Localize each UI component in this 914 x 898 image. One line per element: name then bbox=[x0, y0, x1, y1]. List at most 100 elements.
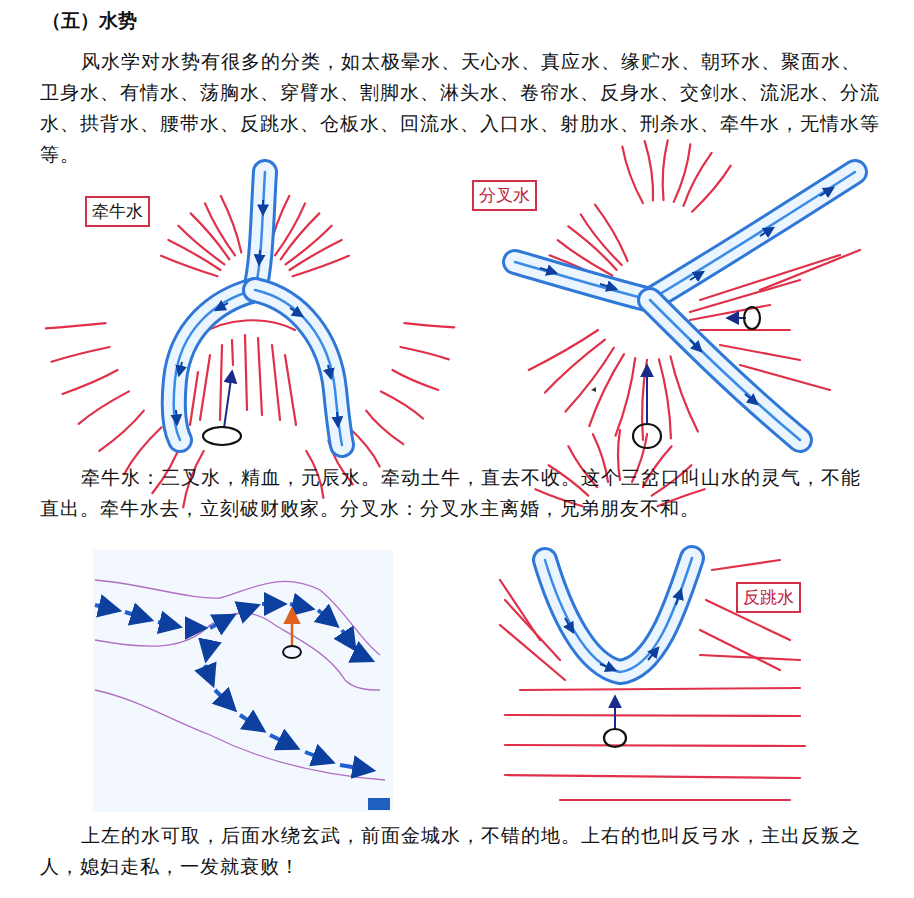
stroke bbox=[692, 166, 731, 212]
stroke bbox=[589, 354, 624, 426]
body-paragraph: 牵牛水：三叉水，精血，元辰水。牵动土牛，直去不收。这个三岔口叫山水的灵气，不能直… bbox=[40, 462, 880, 524]
stroke bbox=[545, 340, 605, 393]
stroke bbox=[210, 616, 233, 628]
stroke bbox=[650, 300, 800, 440]
stroke bbox=[342, 630, 354, 648]
stroke bbox=[46, 323, 106, 328]
figure-label: 分叉水 bbox=[479, 185, 530, 205]
stroke bbox=[215, 690, 234, 709]
stroke bbox=[648, 648, 658, 660]
figure-label: 反跳水 bbox=[743, 587, 794, 607]
stroke bbox=[125, 612, 150, 620]
stroke bbox=[245, 335, 247, 410]
stroke bbox=[191, 213, 230, 259]
stroke bbox=[270, 735, 296, 748]
figure-label-box: 牵牛水 bbox=[85, 196, 150, 227]
stroke bbox=[515, 172, 855, 300]
stroke bbox=[52, 347, 110, 362]
stroke bbox=[240, 715, 263, 730]
stroke bbox=[255, 290, 342, 445]
stroke bbox=[340, 765, 372, 770]
stroke bbox=[185, 626, 204, 630]
stroke bbox=[179, 362, 182, 375]
stroke bbox=[190, 372, 198, 425]
stroke bbox=[174, 290, 255, 440]
stroke bbox=[700, 655, 800, 660]
stroke bbox=[676, 590, 681, 605]
stroke bbox=[404, 323, 454, 327]
stroke bbox=[174, 290, 255, 440]
stroke bbox=[700, 329, 790, 331]
stroke bbox=[545, 558, 692, 672]
stroke bbox=[174, 290, 255, 440]
stroke bbox=[255, 172, 265, 290]
stroke bbox=[505, 715, 800, 716]
stroke bbox=[642, 360, 647, 440]
stroke bbox=[616, 358, 636, 436]
stroke bbox=[158, 622, 178, 627]
stroke bbox=[176, 410, 177, 424]
stroke bbox=[205, 203, 235, 255]
stroke bbox=[760, 250, 860, 290]
stroke bbox=[622, 147, 643, 203]
stroke bbox=[178, 226, 224, 265]
stroke bbox=[520, 688, 800, 690]
stroke bbox=[690, 272, 703, 280]
stroke bbox=[240, 606, 257, 612]
stroke bbox=[258, 338, 262, 415]
stroke bbox=[262, 200, 264, 214]
stroke bbox=[290, 308, 302, 316]
stroke bbox=[659, 359, 671, 438]
stroke bbox=[720, 345, 800, 360]
stroke bbox=[684, 153, 712, 206]
stroke bbox=[328, 365, 331, 378]
body-paragraph: 上左的水可取，后面水绕玄武，前面金城水，不错的地。上右的也叫反弓水，主出反叛之人… bbox=[40, 820, 880, 882]
stroke bbox=[259, 250, 260, 264]
stroke bbox=[161, 256, 217, 276]
stroke bbox=[650, 300, 800, 440]
stroke bbox=[700, 630, 780, 670]
stroke bbox=[690, 340, 701, 351]
stroke bbox=[79, 391, 129, 424]
figure-label: 牵牛水 bbox=[92, 201, 143, 221]
stroke bbox=[99, 411, 144, 451]
stroke bbox=[515, 172, 855, 300]
stroke bbox=[337, 412, 338, 426]
figure-label-box: 分叉水 bbox=[472, 180, 537, 211]
stroke bbox=[566, 348, 614, 412]
stroke bbox=[650, 300, 800, 440]
stroke bbox=[545, 558, 692, 672]
stroke bbox=[95, 605, 118, 610]
stroke bbox=[560, 799, 790, 801]
body-paragraph: 风水学对水势有很多的分类，如太极晕水、天心水、真应水、缘贮水、朝环水、聚面水、卫… bbox=[40, 46, 880, 170]
stroke bbox=[645, 141, 653, 200]
stroke bbox=[581, 215, 622, 266]
stroke bbox=[255, 290, 342, 445]
stroke bbox=[671, 356, 698, 431]
stroke bbox=[205, 665, 213, 684]
stroke bbox=[221, 196, 242, 252]
stroke bbox=[505, 745, 805, 746]
stroke bbox=[600, 664, 615, 670]
stroke bbox=[232, 340, 233, 365]
stroke bbox=[200, 355, 210, 420]
stroke bbox=[318, 610, 336, 625]
stroke bbox=[293, 256, 349, 276]
stroke bbox=[358, 654, 371, 660]
stroke bbox=[505, 775, 800, 778]
stroke bbox=[565, 618, 573, 632]
stroke bbox=[540, 268, 556, 273]
stroke bbox=[393, 370, 439, 390]
stroke bbox=[290, 604, 311, 609]
stroke bbox=[366, 411, 403, 445]
stroke bbox=[63, 370, 118, 394]
stroke bbox=[255, 290, 342, 445]
stroke bbox=[600, 284, 616, 289]
stroke bbox=[663, 140, 668, 200]
stroke bbox=[381, 391, 423, 418]
stroke bbox=[305, 752, 331, 762]
figure-label-box: 反跳水 bbox=[736, 582, 801, 613]
stroke bbox=[290, 240, 342, 270]
stroke bbox=[285, 355, 296, 425]
